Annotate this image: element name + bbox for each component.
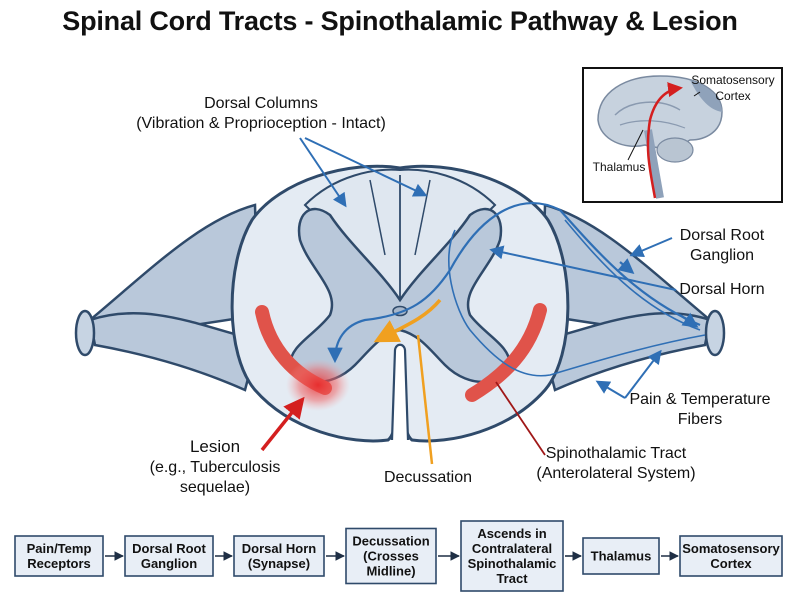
label-lesion: Lesion (e.g., Tuberculosis sequelae) — [150, 396, 305, 496]
flow-step-text: (Crosses — [363, 549, 419, 564]
label-spinothalamic-tract: Spinothalamic Tract (Anterolateral Syste… — [495, 381, 696, 482]
flow-step-text: Ganglion — [141, 556, 197, 571]
flow-step-box — [460, 520, 564, 592]
svg-text:Decussation: Decussation — [384, 469, 472, 486]
flow-step-text: Tract — [496, 571, 528, 586]
svg-text:Spinothalamic Tract: Spinothalamic Tract — [546, 445, 687, 462]
label-dorsal-root-ganglion: Dorsal Root Ganglion — [629, 227, 765, 264]
flow-step-box — [14, 535, 104, 577]
nerve-root-left — [74, 203, 260, 392]
flow-step-6: Thalamus — [582, 537, 660, 575]
svg-text:Dorsal Root: Dorsal Root — [680, 227, 765, 244]
flow-step-text: (Synapse) — [248, 556, 310, 571]
flow-step-text: Receptors — [27, 556, 91, 571]
svg-text:sequelae): sequelae) — [180, 479, 250, 496]
label-dorsal-columns: Dorsal Columns (Vibration & Propriocepti… — [136, 95, 428, 208]
svg-text:Fibers: Fibers — [678, 411, 722, 428]
svg-text:Somatosensory: Somatosensory — [691, 73, 774, 87]
flow-step-text: Thalamus — [591, 549, 652, 564]
flow-step-3: Dorsal Horn(Synapse) — [233, 535, 325, 577]
pain-temp-fiber-path — [327, 202, 701, 364]
brain-inset: Somatosensory Cortex Thalamus — [582, 67, 783, 203]
lesion-area — [286, 359, 350, 411]
flow-step-text: Ascends in — [477, 526, 546, 541]
flow-step-text: Dorsal Horn — [242, 541, 316, 556]
label-pain-temp-fibers: Pain & Temperature Fibers — [595, 349, 771, 428]
flow-step-box — [582, 537, 660, 575]
flow-step-5: Ascends inContralateralSpinothalamicTrac… — [460, 520, 564, 592]
svg-text:(Vibration & Proprioception -: (Vibration & Proprioception - Intact) — [136, 115, 386, 132]
flow-step-text: Dorsal Root — [132, 541, 206, 556]
flow-step-text: Decussation — [352, 534, 429, 549]
label-dorsal-horn: Dorsal Horn — [489, 245, 765, 298]
svg-text:Lesion: Lesion — [190, 437, 240, 456]
anterior-fissure — [390, 343, 410, 441]
flow-step-box — [345, 527, 437, 585]
flow-step-text: Pain/Temp — [27, 541, 92, 556]
svg-text:Cortex: Cortex — [715, 89, 750, 103]
label-decussation: Decussation — [384, 334, 472, 486]
flow-step-box — [233, 535, 325, 577]
flow-step-text: Contralateral — [472, 541, 552, 556]
flow-step-text: Midline) — [366, 564, 415, 579]
svg-text:Dorsal Columns: Dorsal Columns — [204, 95, 318, 112]
flow-step-text: Spinothalamic — [468, 556, 557, 571]
decussation-arrow — [373, 298, 442, 343]
spinothalamic-tract-right — [465, 303, 547, 402]
flow-step-text: Somatosensory — [682, 541, 780, 556]
svg-text:Ganglion: Ganglion — [690, 247, 754, 264]
page-title: Spinal Cord Tracts - Spinothalamic Pathw… — [62, 6, 738, 36]
svg-text:(e.g., Tuberculosis: (e.g., Tuberculosis — [150, 459, 281, 476]
flow-step-box — [679, 535, 783, 577]
svg-text:Dorsal Horn: Dorsal Horn — [679, 281, 764, 298]
flow-step-box — [124, 535, 214, 577]
flow-step-text: Cortex — [710, 556, 752, 571]
brain-illustration — [597, 75, 723, 149]
svg-text:Thalamus: Thalamus — [593, 160, 646, 174]
svg-text:(Anterolateral System): (Anterolateral System) — [536, 465, 695, 482]
svg-text:Pain & Temperature: Pain & Temperature — [629, 391, 770, 408]
